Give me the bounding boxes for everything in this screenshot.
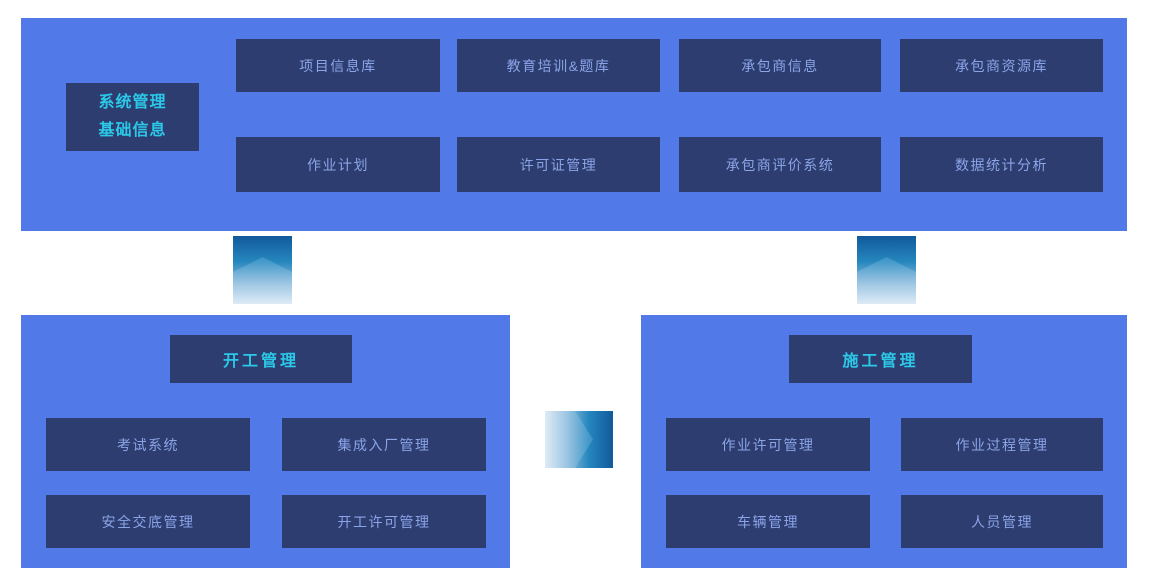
title-construction-start: 开工管理 (170, 335, 352, 383)
title-construction-management: 施工管理 (789, 335, 972, 383)
box-contractor-resource-library: 承包商资源库 (900, 39, 1103, 92)
box-work-plan: 作业计划 (236, 137, 440, 192)
panel-construction-management: 施工管理 作业许可管理 作业过程管理 车辆管理 人员管理 (641, 315, 1127, 568)
system-management-label-line2: 基础信息 (98, 122, 167, 139)
panel-system-management: 系统管理 基础信息 项目信息库 教育培训&题库 承包商信息 承包商资源库 作业计… (21, 18, 1127, 231)
box-vehicle-management: 车辆管理 (666, 495, 870, 548)
system-management-label-line1: 系统管理 (98, 94, 167, 111)
arrow-up-icon (233, 236, 292, 304)
box-personnel-management: 人员管理 (901, 495, 1103, 548)
system-management-label-box: 系统管理 基础信息 (66, 83, 199, 151)
box-contractor-info: 承包商信息 (679, 39, 881, 92)
box-contractor-evaluation-system: 承包商评价系统 (679, 137, 881, 192)
box-work-process-management: 作业过程管理 (901, 418, 1103, 471)
box-data-statistics-analysis: 数据统计分析 (900, 137, 1103, 192)
box-education-training-question-bank: 教育培训&题库 (457, 39, 660, 92)
box-license-management: 许可证管理 (457, 137, 660, 192)
box-start-permit-management: 开工许可管理 (282, 495, 486, 548)
connector-arrow-up-right (857, 236, 916, 304)
arrow-up-icon (857, 236, 916, 304)
connector-arrow-up-left (233, 236, 292, 304)
connector-arrow-right-middle (545, 411, 613, 468)
box-work-permit-management: 作业许可管理 (666, 418, 870, 471)
box-integrated-factory-entry: 集成入厂管理 (282, 418, 486, 471)
box-safety-disclosure-management: 安全交底管理 (46, 495, 250, 548)
panel-construction-start: 开工管理 考试系统 集成入厂管理 安全交底管理 开工许可管理 (21, 315, 510, 568)
arrow-right-icon (545, 411, 613, 468)
box-project-info-library: 项目信息库 (236, 39, 440, 92)
box-exam-system: 考试系统 (46, 418, 250, 471)
